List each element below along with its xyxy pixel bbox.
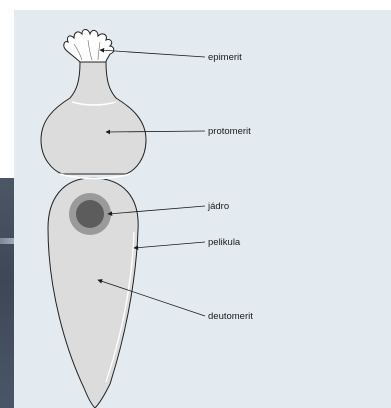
protomerit-shape	[41, 62, 146, 174]
pelikula-leader	[134, 242, 205, 248]
label-pelikula: pelikula	[208, 237, 241, 248]
nucleus-inner	[76, 200, 104, 228]
label-protomerit: protomerit	[208, 126, 251, 137]
body-septum	[60, 174, 130, 179]
label-jadro: jádro	[207, 201, 229, 212]
epimerit-leader	[100, 50, 205, 57]
label-epimerit: epimerit	[208, 52, 242, 63]
label-deutomerit: deutomerit	[208, 311, 253, 322]
